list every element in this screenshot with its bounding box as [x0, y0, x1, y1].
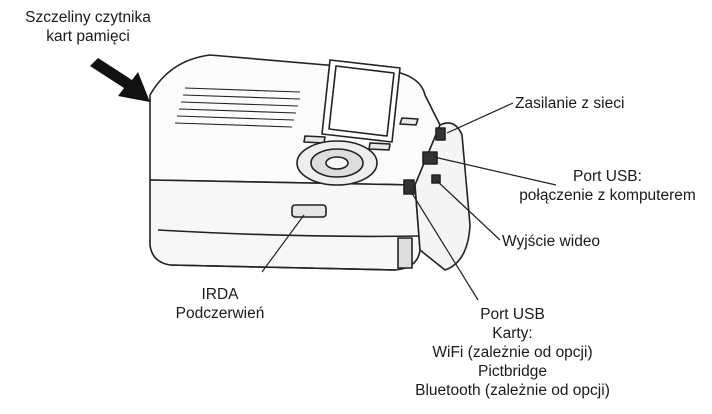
label-usb-cards-line2: Karty: [492, 325, 533, 342]
label-card-slots: Szczeliny czytnika kart pamięci [8, 8, 168, 46]
label-usb-cards-line3: WiFi (zależnie od opcji) [432, 344, 593, 361]
nav-pad-center [325, 156, 349, 170]
label-usb-cards-line1: Port USB [480, 306, 545, 323]
leader-lines [261, 102, 557, 301]
printer-front [149, 179, 421, 271]
label-video: Wyjście wideo [502, 233, 601, 250]
button-top-right [399, 117, 419, 126]
vent-slots [174, 87, 301, 128]
label-usb-cards: Port USB Karty: WiFi (zależnie od opcji)… [385, 305, 640, 400]
port-usb-pc [422, 151, 438, 165]
label-usb-cards-line4: Pictbridge [478, 363, 547, 380]
port-power [435, 127, 446, 141]
label-usb-cards-line5: Bluetooth (zależnie od opcji) [415, 382, 610, 399]
label-irda-line1: IRDA [201, 286, 239, 303]
label-usb-pc-line1: Port USB: [573, 168, 642, 185]
label-usb-pc: Port USB: połączenie z komputerem [505, 167, 710, 205]
button-right [368, 142, 391, 151]
label-card-slots-line2: kart pamięci [46, 28, 130, 45]
label-card-slots-line1: Szczeliny czytnika [25, 9, 151, 26]
label-irda-line2: Podczerwień [175, 305, 265, 322]
label-usb-pc-line2: połączenie z komputerem [519, 187, 696, 204]
label-irda: IRDA Podczerwień [150, 285, 290, 323]
port-usb-cards [403, 179, 415, 195]
label-power: Zasilanie z sieci [515, 95, 625, 112]
port-video [431, 174, 441, 184]
printer-illustration [149, 54, 471, 271]
arrow-icon [90, 58, 150, 102]
irda-window [291, 204, 327, 218]
